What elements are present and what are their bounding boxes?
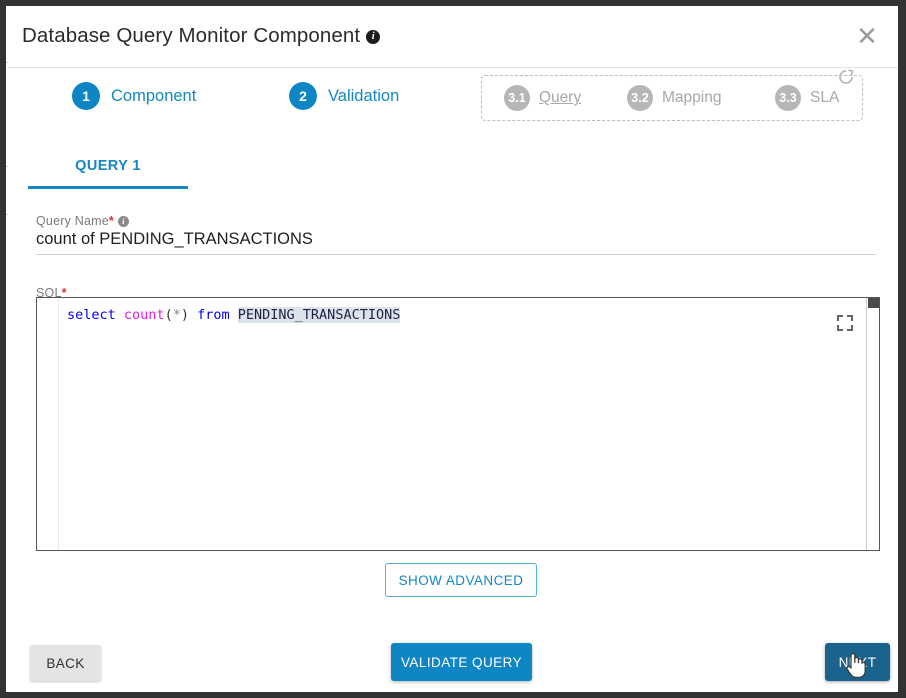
query-name-required-marker: * (108, 214, 114, 228)
step-validation-number: 2 (289, 82, 317, 110)
show-advanced-button[interactable]: SHOW ADVANCED (385, 563, 537, 597)
substep-group: 3.1 Query 3.2 Mapping 3.3 SLA (481, 69, 863, 121)
sql-editor-scroll-thumb[interactable] (868, 298, 879, 308)
step-validation[interactable]: 2 Validation (289, 82, 399, 110)
query-name-info-icon[interactable]: i (117, 216, 129, 227)
sql-token-table: PENDING_TRANSACTIONS (237, 307, 401, 323)
back-button[interactable]: BACK (30, 645, 101, 681)
sql-token-paren-open: ( (164, 307, 173, 323)
close-icon[interactable]: ✕ (856, 22, 878, 52)
substep-mapping-number: 3.2 (627, 85, 653, 111)
substep-query-number: 3.1 (504, 85, 530, 111)
sql-label: SQL* (36, 286, 876, 300)
substep-mapping-label: Mapping (662, 89, 722, 106)
query-form: Query Name*i SQL* (36, 214, 876, 300)
substep-query[interactable]: 3.1 Query (504, 85, 581, 111)
refresh-icon[interactable] (836, 67, 856, 87)
sql-token-from: from (197, 307, 230, 323)
sql-label-text: SQL (36, 286, 62, 300)
substep-query-label: Query (539, 89, 582, 106)
substep-sla-number: 3.3 (775, 85, 801, 111)
sql-editor-scrollbar[interactable] (866, 298, 879, 550)
step-component[interactable]: 1 Component (72, 82, 196, 110)
step-component-label: Component (111, 86, 197, 105)
fullscreen-icon[interactable] (837, 315, 853, 331)
sql-token-paren-close: ) (180, 307, 189, 323)
database-query-monitor-dialog: Database Query Monitor Component i ✕ 1 Co… (8, 6, 898, 692)
page-title: Database Query Monitor Component i (22, 24, 381, 48)
info-icon[interactable]: i (366, 30, 381, 44)
dialog-header: Database Query Monitor Component i ✕ (8, 6, 898, 68)
wizard-stepper: 1 Component 2 Validation 3.1 Query 3.2 M… (8, 68, 898, 128)
step-validation-label: Validation (328, 86, 400, 105)
query-name-label: Query Name*i (36, 214, 876, 228)
sql-editor[interactable]: select count(*) from PENDING_TRANSACTION… (36, 297, 880, 551)
sql-token-count: count (123, 307, 165, 323)
sql-editor-code[interactable]: select count(*) from PENDING_TRANSACTION… (67, 306, 401, 324)
substep-sla-label: SLA (810, 89, 840, 106)
query-tabbar: QUERY 1 (28, 154, 878, 189)
sql-required-marker: * (61, 286, 67, 300)
step-component-number: 1 (72, 82, 100, 110)
query-name-label-text: Query Name (36, 214, 109, 228)
sql-editor-gutter (37, 298, 59, 550)
next-button[interactable]: NEXT (825, 643, 890, 681)
substep-sla[interactable]: 3.3 SLA (775, 85, 839, 111)
tab-query-1[interactable]: QUERY 1 (28, 154, 188, 189)
dialog-title-text: Database Query Monitor Component (22, 24, 361, 47)
substep-mapping[interactable]: 3.2 Mapping (627, 85, 721, 111)
query-name-input[interactable] (36, 230, 876, 255)
sql-token-select: select (67, 307, 116, 323)
sql-token-star: * (172, 307, 181, 323)
validate-query-button[interactable]: VALIDATE QUERY (391, 643, 532, 681)
